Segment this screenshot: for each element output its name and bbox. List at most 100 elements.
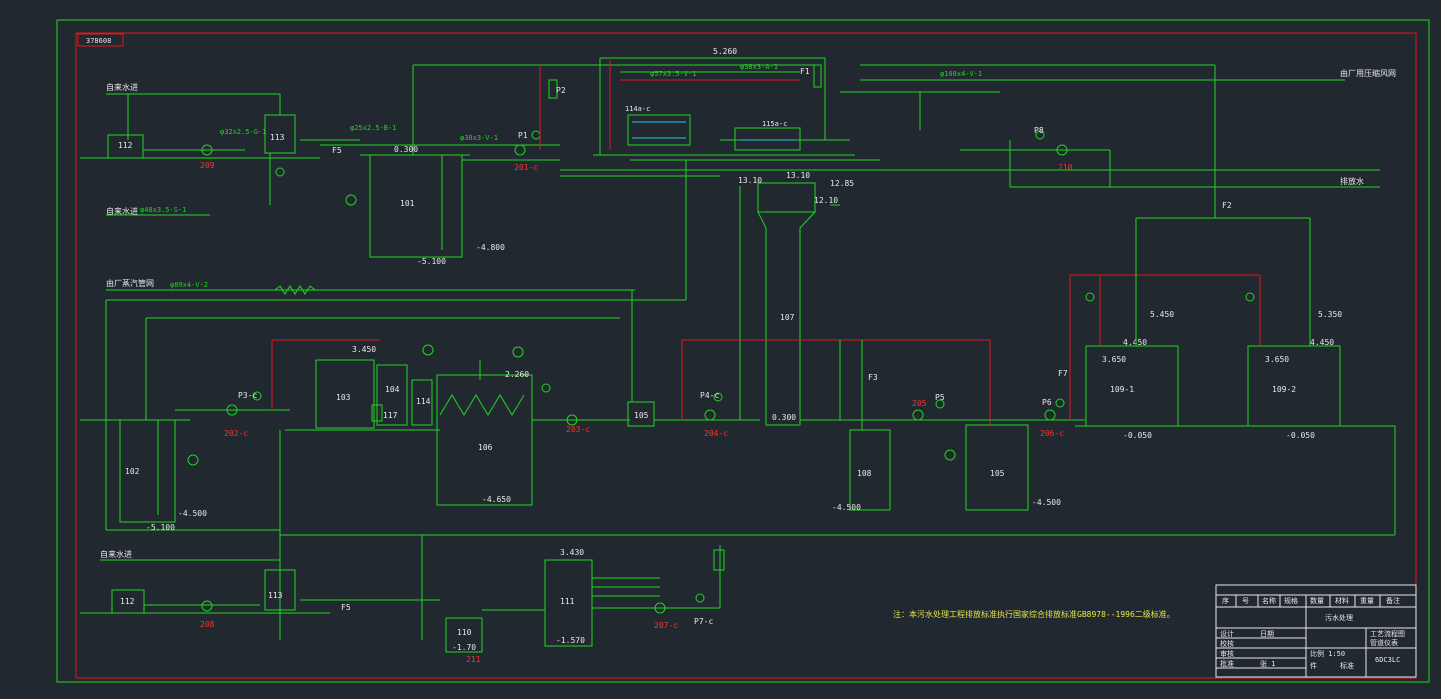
tag-P8: P8 <box>1034 126 1044 135</box>
tower-107 <box>757 182 816 426</box>
elev-109-2-low: 3.650 <box>1265 355 1289 364</box>
inlet-compressed-air: 由厂用压缩风网 <box>1340 68 1396 78</box>
tag-F2: F2 <box>1222 201 1232 210</box>
pipe-elev-5450: 5.450 <box>1150 310 1174 319</box>
gauge-P3b-icon[interactable] <box>541 383 551 393</box>
top-pipe-bus <box>412 57 1345 200</box>
tag-P4: P4-c <box>700 391 719 400</box>
tb-code: 6DC3LC <box>1375 656 1400 664</box>
tb-hdr-8: 备注 <box>1386 596 1400 605</box>
pump-210-label: 210 <box>1058 163 1073 172</box>
pump-209-icon[interactable] <box>201 144 213 156</box>
tb-hdr-7: 重量 <box>1360 597 1374 605</box>
tag-F5-top: F5 <box>332 146 342 155</box>
elev-109-1-level: 4.450 <box>1123 338 1147 347</box>
label-105: 105 <box>634 411 649 420</box>
label-112-bottom: 112 <box>120 597 135 606</box>
pump-206-label: 206-c <box>1040 429 1064 438</box>
elev-106-top: 2.260 <box>505 370 529 379</box>
label-117: 117 <box>383 411 398 420</box>
pump-201-label: 201-c <box>514 163 538 172</box>
drawing-tag-box <box>77 33 124 47</box>
title-block <box>1215 584 1417 678</box>
elev-109-1-bottom: -0.050 <box>1123 431 1152 440</box>
tb-hdr-4: 规格 <box>1284 596 1298 605</box>
inlet-steam: 由厂蒸汽管网 <box>106 278 154 288</box>
elev-110-bottom: -1.70 <box>452 643 476 652</box>
elev-109-2-bottom: -0.050 <box>1286 431 1315 440</box>
pump-209-label: 209 <box>200 161 215 170</box>
tb-hdr-1: 序 <box>1222 596 1229 605</box>
tag-F5-bottom: F5 <box>341 603 351 612</box>
pipe-elev-5350: 5.350 <box>1318 310 1342 319</box>
tb-hdr-10: 标准 <box>1340 661 1354 670</box>
tank-110 <box>445 617 483 653</box>
pump-207-icon[interactable] <box>654 602 666 614</box>
elev-111-bottom: -1.570 <box>556 636 585 645</box>
label-109-2: 109-2 <box>1272 385 1296 394</box>
elev-107-2: 13.10 <box>786 171 810 180</box>
drawing-tag: 378608 <box>86 37 111 45</box>
agitator-105-icon[interactable] <box>944 449 956 461</box>
elev-top-line: 5.260 <box>713 47 737 56</box>
gauge-P6-icon[interactable] <box>1055 398 1065 408</box>
gauge-P1-icon[interactable] <box>531 130 541 140</box>
valve-109-1-icon[interactable] <box>1085 292 1095 302</box>
tag-P6: P6 <box>1042 398 1052 407</box>
elev-101-level: -4.800 <box>476 243 505 252</box>
agitator-icon[interactable] <box>345 194 357 206</box>
label-109-1: 109-1 <box>1110 385 1134 394</box>
label-114a: 114a-c <box>625 105 650 113</box>
tag-F7: F7 <box>1058 369 1068 378</box>
pump-204-label: 204-c <box>704 429 728 438</box>
gauge-P7-icon[interactable] <box>695 593 705 603</box>
pipe-label-c: φ32x2.5-G-1 <box>220 128 266 136</box>
gauge-icon-2[interactable] <box>512 346 524 358</box>
pump-202-label: 202-c <box>224 429 248 438</box>
elev-107-4: 12.10 <box>814 196 838 205</box>
pump-205-label: 205 <box>912 399 927 408</box>
pump-204-icon[interactable] <box>704 409 716 421</box>
gauge-P8-icon[interactable] <box>1035 130 1045 140</box>
tank-117 <box>371 404 383 422</box>
label-114: 114 <box>416 397 431 406</box>
tb-row-4: 批准 <box>1220 659 1234 668</box>
gauge-icon[interactable] <box>422 344 434 356</box>
tb-hdr-6: 材料 <box>1335 596 1349 605</box>
label-106: 106 <box>478 443 493 452</box>
gauge-P5-icon[interactable] <box>935 399 945 409</box>
inlet-water-2: 自来水进 <box>106 206 138 216</box>
inlet-water-3: 自来水进 <box>100 549 132 559</box>
elev-106-bottom: -4.650 <box>482 495 511 504</box>
valve-icon[interactable] <box>275 167 285 177</box>
inlet-water-1: 自来水进 <box>106 82 138 92</box>
tank-113-bottom <box>264 569 296 611</box>
tb-hdr-3: 名称 <box>1262 596 1276 605</box>
elev-107-bottom: 0.300 <box>772 413 796 422</box>
tb-row-3: 审核 <box>1220 649 1234 658</box>
elev-108-bottom: -4.500 <box>832 503 861 512</box>
agitator-102-icon[interactable] <box>187 454 199 466</box>
pump-201-icon[interactable] <box>514 144 526 156</box>
label-111: 111 <box>560 597 575 606</box>
valve-109-2-icon[interactable] <box>1245 292 1255 302</box>
tank-106 <box>436 374 533 506</box>
tb-row-1: 设计 <box>1220 629 1234 638</box>
label-108: 108 <box>857 469 872 478</box>
elev-103-level: 3.450 <box>352 345 376 354</box>
pump-206-icon[interactable] <box>1044 409 1056 421</box>
pipe-label-b: φ38x3-A-1 <box>740 63 778 71</box>
gauge-P4-icon[interactable] <box>713 392 723 402</box>
tank-111 <box>544 559 593 647</box>
pump-208-icon[interactable] <box>201 600 213 612</box>
tank-103 <box>315 359 375 429</box>
pump-205-icon[interactable] <box>912 409 924 421</box>
tank-105 <box>627 401 655 427</box>
label-102: 102 <box>125 467 140 476</box>
tag-P7: P7-c <box>694 617 713 626</box>
tank-108 <box>849 429 891 511</box>
gauge-P3-icon[interactable] <box>252 391 262 401</box>
pump-203-label: 203-c <box>566 425 590 434</box>
